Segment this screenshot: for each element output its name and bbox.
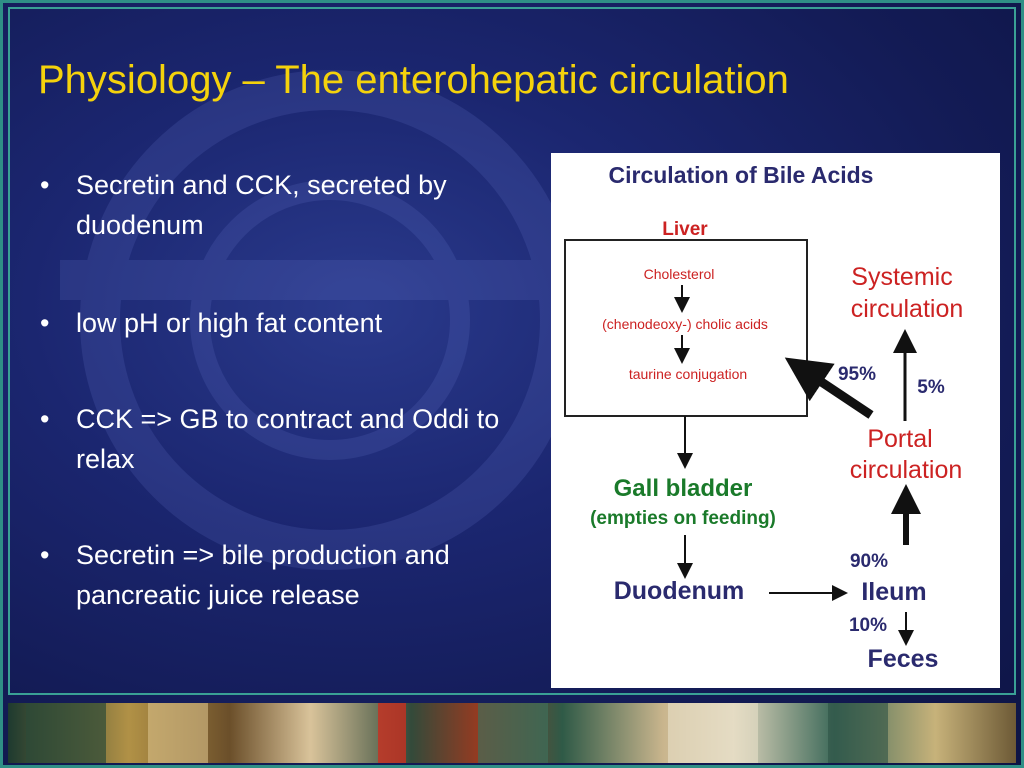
bullet-item: • low pH or high fat content: [38, 303, 538, 343]
gall-bladder-label: Gall bladder: [614, 475, 753, 502]
pct-90: 90%: [850, 551, 888, 572]
pct-5: 5%: [917, 377, 945, 398]
pct-95: 95%: [838, 364, 876, 385]
bullet-item: • Secretin => bile production and pancrea…: [38, 535, 538, 615]
bullet-text: Secretin and CCK, secreted by duodenum: [76, 170, 447, 240]
duodenum-label: Duodenum: [614, 577, 745, 605]
taurine-label: taurine conjugation: [629, 366, 747, 382]
bullet-text: CCK => GB to contract and Oddi to relax: [76, 404, 500, 474]
bullet-item: • Secretin and CCK, secreted by duodenum: [38, 165, 538, 245]
bottom-photo-strip: [8, 703, 1016, 763]
slide-title: Physiology – The enterohepatic circulati…: [38, 58, 789, 102]
diagram-title: Circulation of Bile Acids: [609, 162, 874, 188]
bile-acid-diagram: Circulation of Bile Acids Liver Choleste…: [551, 153, 1000, 688]
systemic-label-2: circulation: [851, 295, 964, 323]
bullet-marker: •: [40, 404, 50, 434]
diagram-canvas: Circulation of Bile Acids Liver Choleste…: [564, 162, 964, 673]
bullet-text: low pH or high fat content: [76, 308, 383, 338]
systemic-label: Systemic: [851, 263, 952, 291]
bullet-marker: •: [40, 540, 50, 570]
cholic-acids-label: (chenodeoxy-) cholic acids: [602, 316, 768, 332]
bullet-marker: •: [40, 308, 50, 338]
cholesterol-label: Cholesterol: [644, 266, 715, 282]
liver-label: Liver: [662, 219, 708, 240]
portal-label: Portal: [867, 425, 932, 453]
bullet-item: • CCK => GB to contract and Oddi to relax: [38, 399, 538, 479]
bullet-list: •Secretin and CCK, secreted by duodenum …: [38, 165, 538, 615]
pct-10: 10%: [849, 615, 887, 636]
ileum-label: Ileum: [861, 578, 926, 606]
arrow-portal-to-liver: [784, 357, 874, 419]
portal-label-2: circulation: [850, 456, 963, 484]
feces-label: Feces: [868, 645, 939, 673]
gall-bladder-note: (empties on feeding): [590, 508, 776, 529]
bullet-text: Secretin => bile production and pancreat…: [76, 540, 450, 610]
bullet-marker: •: [40, 170, 50, 200]
